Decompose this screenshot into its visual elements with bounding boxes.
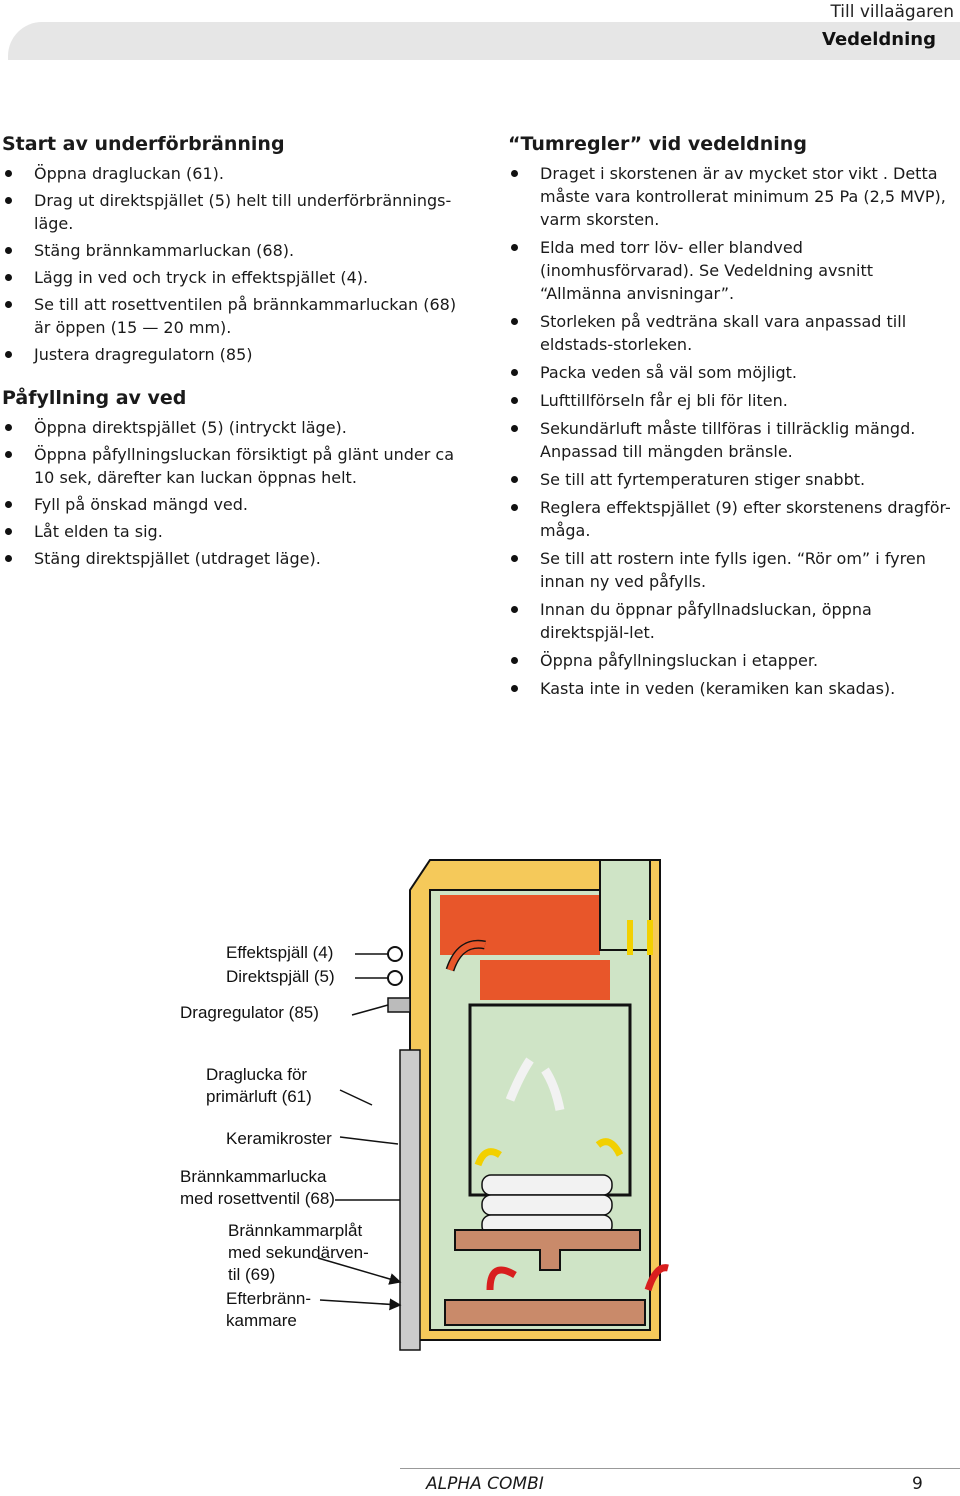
label-draglucka-2: primärluft (61) xyxy=(206,1087,312,1106)
footer-page-number: 9 xyxy=(912,1474,923,1494)
label-dragregulator: Dragregulator (85) xyxy=(180,1003,319,1022)
header-band: Vedeldning xyxy=(8,22,960,60)
footer-product: ALPHA COMBI xyxy=(426,1474,544,1494)
label-draglucka-1: Draglucka för xyxy=(206,1065,307,1084)
list-item: Packa veden så väl som möjligt. xyxy=(508,361,958,384)
list-item: Se till att rosettventilen på brännkamma… xyxy=(2,293,462,339)
list-item: Se till att fyrtemperaturen stiger snabb… xyxy=(508,468,958,491)
list-item: Kasta inte in veden (keramiken kan skada… xyxy=(508,677,958,700)
start-list: Öppna dragluckan (61). Drag ut direktspj… xyxy=(2,162,462,366)
direktspjall-knob xyxy=(387,970,403,986)
effektspjall-knob xyxy=(387,946,403,962)
list-item: Låt elden ta sig. xyxy=(2,520,462,543)
label-brannkammarplat-2: med sekundärven- xyxy=(228,1243,369,1262)
label-keramikroster: Keramikroster xyxy=(226,1129,332,1148)
label-efterbrann-2: kammare xyxy=(226,1311,297,1330)
flow-arrow-icon xyxy=(627,920,653,955)
ceramic-grate xyxy=(454,1229,641,1271)
flow-arrow-icon xyxy=(541,1067,565,1111)
list-item: Drag ut direktspjället (5) helt till und… xyxy=(2,189,462,235)
tumregler-list: Draget i skorstenen är av mycket stor vi… xyxy=(508,162,958,700)
heading-pafyllning: Påfyllning av ved xyxy=(2,387,187,409)
flow-arrow-icon xyxy=(595,1138,624,1157)
leader-line xyxy=(317,1257,402,1285)
flow-arrow-icon xyxy=(505,1057,534,1102)
flow-arrow-icon xyxy=(486,1266,517,1291)
right-column: “Tumregler” vid vedeldning Draget i skor… xyxy=(508,132,958,705)
label-brannkammarplat-3: til (69) xyxy=(228,1265,275,1284)
list-item: Fyll på önskad mängd ved. xyxy=(2,493,462,516)
label-efterbrann-1: Efterbränn- xyxy=(226,1289,311,1308)
heading-start: Start av underförbränning xyxy=(2,133,285,155)
flow-arrow-icon xyxy=(474,1148,502,1167)
upper-hot-zone xyxy=(480,960,610,1000)
wood-logs xyxy=(481,1174,613,1236)
list-item: Justera dragregulatorn (85) xyxy=(2,343,462,366)
list-item: Reglera effektspjället (9) efter skorste… xyxy=(508,496,958,542)
label-brannkammarplat-1: Brännkammarplåt xyxy=(228,1221,362,1240)
boiler-diagram: Effektspjäll (4) Direktspjäll (5) Dragre… xyxy=(180,859,669,1351)
list-item: Öppna påfyllningsluckan i etapper. xyxy=(508,649,958,672)
list-item: Elda med torr löv- eller blandved (inomh… xyxy=(508,236,958,305)
label-brannkammarlucka-1: Brännkammarlucka xyxy=(180,1167,327,1186)
flow-arrow-icon xyxy=(447,941,486,972)
label-direktspjall: Direktspjäll (5) xyxy=(226,967,335,986)
list-item: Se till att rostern inte fylls igen. “Rö… xyxy=(508,547,958,593)
list-item: Storleken på vedträna skall vara anpassa… xyxy=(508,310,958,356)
flow-arrow-icon xyxy=(644,1264,669,1292)
list-item: Innan du öppnar påfyllnadsluckan, öppna … xyxy=(508,598,958,644)
header-title: Vedeldning xyxy=(822,29,936,50)
leader-line xyxy=(351,1004,389,1016)
footer-rule xyxy=(400,1468,960,1469)
list-item: Öppna dragluckan (61). xyxy=(2,162,462,185)
leader-line xyxy=(339,1089,373,1106)
label-brannkammarlucka-2: med rosettventil (68) xyxy=(180,1189,335,1208)
leader-line xyxy=(319,1298,402,1311)
leader-line xyxy=(339,1136,399,1145)
list-item: Öppna direktspjället (5) (intryckt läge)… xyxy=(2,416,462,439)
door xyxy=(399,1049,421,1351)
heading-tumregler: “Tumregler” vid vedeldning xyxy=(508,133,807,155)
list-item: Stäng brännkammarluckan (68). xyxy=(2,239,462,262)
label-effektspjall: Effektspjäll (4) xyxy=(226,943,333,962)
list-item: Stäng direktspjället (utdraget läge). xyxy=(2,547,462,570)
pafyllning-list: Öppna direktspjället (5) (intryckt läge)… xyxy=(2,416,462,570)
dragregulator-knob xyxy=(387,997,411,1013)
list-item: Draget i skorstenen är av mycket stor vi… xyxy=(508,162,958,231)
afterburn-chamber-plate xyxy=(444,1299,646,1326)
header-section: Till villaägaren xyxy=(830,2,954,22)
inner-partition xyxy=(468,1003,632,1197)
left-column: Start av underförbränning Öppna dragluck… xyxy=(2,132,462,574)
list-item: Lufttillförseln får ej bli för liten. xyxy=(508,389,958,412)
list-item: Lägg in ved och tryck in effektspjället … xyxy=(2,266,462,289)
chimney-top xyxy=(599,859,651,951)
list-item: Sekundärluft måste tillföras i tillräckl… xyxy=(508,417,958,463)
list-item: Öppna påfyllningsluckan försiktigt på gl… xyxy=(2,443,462,489)
